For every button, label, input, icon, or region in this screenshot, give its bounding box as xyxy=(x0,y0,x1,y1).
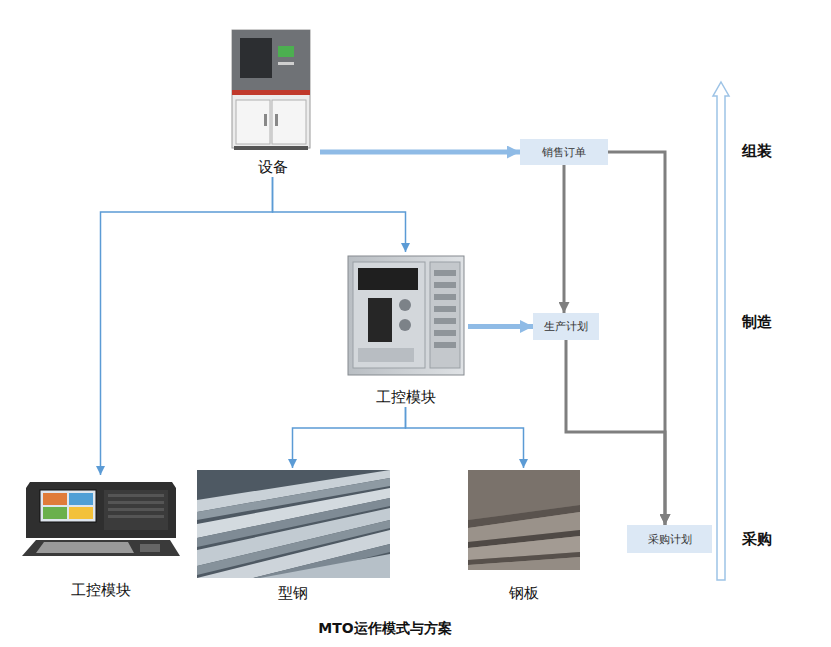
process-box: 采购计划 xyxy=(627,525,712,553)
flow-connector xyxy=(101,177,273,475)
process-arrow xyxy=(713,82,729,580)
process-box: 销售订单 xyxy=(520,139,608,165)
image-node: 钢板 xyxy=(466,468,581,603)
device-illustration xyxy=(232,30,310,150)
flow-connector xyxy=(273,177,406,252)
caption: MTO运作模式与方案 xyxy=(318,620,451,638)
stage-label: 组装 xyxy=(742,142,772,161)
flow-connector xyxy=(406,407,524,468)
chassis-illustration xyxy=(348,256,464,375)
process-box: 生产计划 xyxy=(533,313,599,340)
node-label: 设备 xyxy=(258,157,288,177)
stage-label: 制造 xyxy=(742,313,772,332)
steel-profile-illustration xyxy=(197,470,390,578)
flow-connector xyxy=(293,407,406,468)
stage-label: 采购 xyxy=(742,530,772,549)
steel-plate-illustration xyxy=(468,470,580,570)
flow-connector xyxy=(468,324,533,329)
node-label: 钢板 xyxy=(509,583,539,603)
node-label: 采购计划 xyxy=(648,532,692,547)
node-label: 销售订单 xyxy=(542,145,586,160)
industrial-pc-illustration xyxy=(22,482,180,556)
image-node: 型钢 xyxy=(195,468,390,603)
image-node: 工控模块 xyxy=(343,252,468,407)
node-label: 工控模块 xyxy=(71,580,131,600)
node-label: 型钢 xyxy=(278,583,308,603)
flow-connector xyxy=(320,150,520,155)
flow-connector xyxy=(563,165,566,313)
image-node: 工控模块 xyxy=(18,475,183,600)
node-label: 工控模块 xyxy=(376,387,436,407)
flow-connector xyxy=(566,340,665,525)
node-label: 生产计划 xyxy=(544,319,588,334)
flow-connector xyxy=(608,152,665,525)
image-node: 设备 xyxy=(225,25,320,177)
